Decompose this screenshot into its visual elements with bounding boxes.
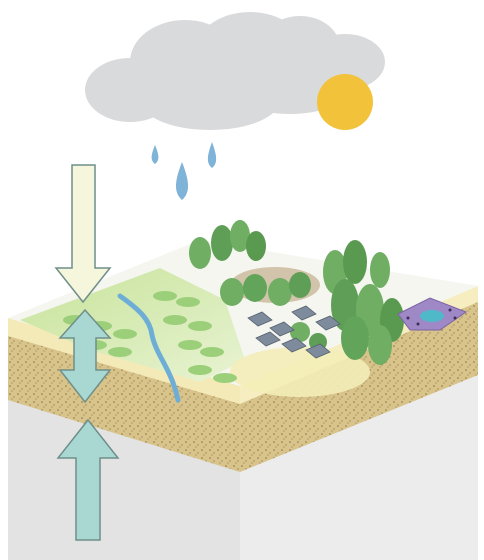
raindrop-icon xyxy=(151,142,217,200)
meadow xyxy=(20,268,245,382)
pond xyxy=(397,297,468,331)
sun-icon xyxy=(317,74,373,130)
exchange-arrow xyxy=(58,308,112,404)
meadow-bushes xyxy=(63,291,237,383)
down-arrow xyxy=(54,164,112,304)
up-arrow xyxy=(56,418,120,541)
building-icon xyxy=(247,305,341,359)
river xyxy=(117,293,181,403)
cloud-icon xyxy=(85,12,385,130)
tree-icon xyxy=(189,220,404,365)
sand-patch xyxy=(230,347,370,397)
